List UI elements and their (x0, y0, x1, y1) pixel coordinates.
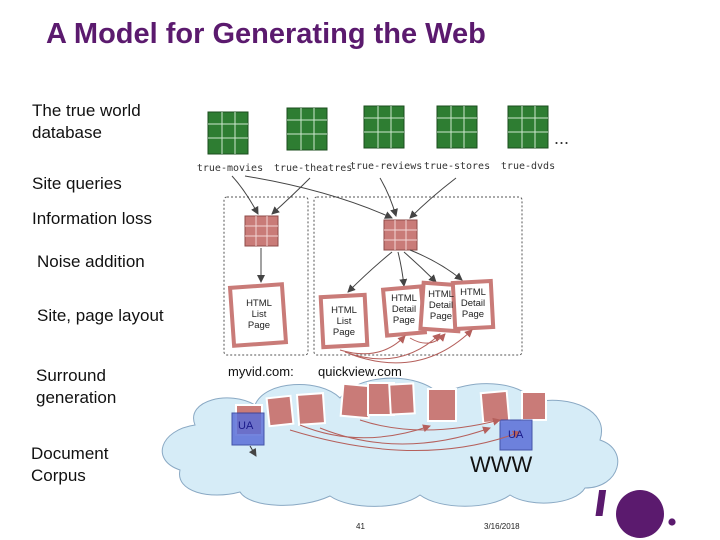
label-document-corpus: Document Corpus (31, 444, 109, 485)
yahoo-logo (595, 490, 676, 538)
table-label-true-theatres: true-theatres (274, 163, 353, 174)
more-tables-ellipsis: ... (554, 128, 570, 148)
label-noise-addition: Noise addition (37, 252, 145, 271)
cloud-link-3 (359, 417, 501, 431)
slide-date: 3/16/2018 (484, 522, 520, 531)
arrow-query2-to-detail2 (403, 251, 437, 283)
arrow-query2-to-list2 (347, 251, 393, 293)
ua-label-right: UA (508, 429, 524, 441)
query-node-1 (244, 215, 279, 247)
label-information-loss: Information loss (32, 209, 152, 228)
label-true-world-database: The true world database (32, 101, 141, 142)
link-curve-2 (344, 333, 441, 360)
page-text-detail-3: HTML Detail Page (460, 287, 486, 320)
page-card-detail-3 (450, 278, 496, 332)
table-true-stores (436, 105, 478, 149)
link-curve-3 (349, 329, 473, 364)
arrow-query2-to-detail3 (409, 249, 463, 281)
cloud-link-2 (319, 426, 491, 445)
page-title: A Model for Generating the Web (46, 18, 486, 50)
cloud-page-9 (521, 391, 547, 421)
link-curve-4 (409, 333, 446, 344)
table-true-dvds (507, 105, 549, 149)
query-node-2 (383, 219, 418, 251)
slide-page-number: 41 (356, 522, 365, 531)
table-true-movies (207, 111, 249, 155)
table-label-true-dvds: true-dvds (500, 161, 556, 172)
link-curve-1 (339, 335, 406, 355)
site-region-quickview (313, 196, 523, 356)
cloud-page-4 (339, 382, 373, 420)
arrow-movies-to-query2 (244, 175, 393, 219)
label-surround-generation: Surround generation (36, 366, 117, 407)
arrow-reviews-to-query2 (379, 177, 398, 217)
page-text-list-2: HTML List Page (331, 305, 357, 338)
table-true-theatres (286, 107, 328, 151)
site-label-quickview: quickview.com (318, 364, 402, 379)
cloud-page-7 (427, 388, 457, 422)
label-site-page-layout: Site, page layout (37, 306, 164, 325)
page-card-list-1 (227, 282, 289, 348)
page-text-list-1: HTML List Page (246, 298, 272, 331)
arrow-stores-to-query2 (409, 177, 457, 219)
cloud-page-8 (479, 389, 511, 425)
arrow-theatres-to-query1 (271, 177, 311, 215)
ua-arrow (248, 445, 257, 457)
table-label-true-reviews: true-reviews (350, 161, 423, 172)
www-label: WWW (470, 452, 533, 477)
table-label-true-movies: true-movies (196, 163, 264, 174)
site-region-myvid (223, 196, 309, 356)
page-text-detail-2: HTML Detail Page (428, 289, 454, 322)
cloud-page-6 (388, 382, 416, 416)
arrow-movies-to-query1 (231, 175, 259, 215)
site-label-myvid: myvid.com: (228, 364, 294, 379)
cloud-link-4 (289, 429, 521, 451)
table-true-reviews (363, 105, 405, 149)
ua-box-left (231, 412, 265, 446)
table-label-true-stores: true-stores (423, 161, 491, 172)
label-site-queries: Site queries (32, 174, 122, 193)
page-text-detail-1: HTML Detail Page (391, 293, 417, 326)
cloud-page-2 (265, 394, 295, 428)
cloud-page-3 (295, 392, 327, 426)
arrow-query2-to-detail1 (397, 251, 408, 287)
ua-label-left: UA (238, 420, 254, 432)
cloud-link-1 (299, 424, 431, 439)
page-card-list-2 (318, 292, 370, 350)
